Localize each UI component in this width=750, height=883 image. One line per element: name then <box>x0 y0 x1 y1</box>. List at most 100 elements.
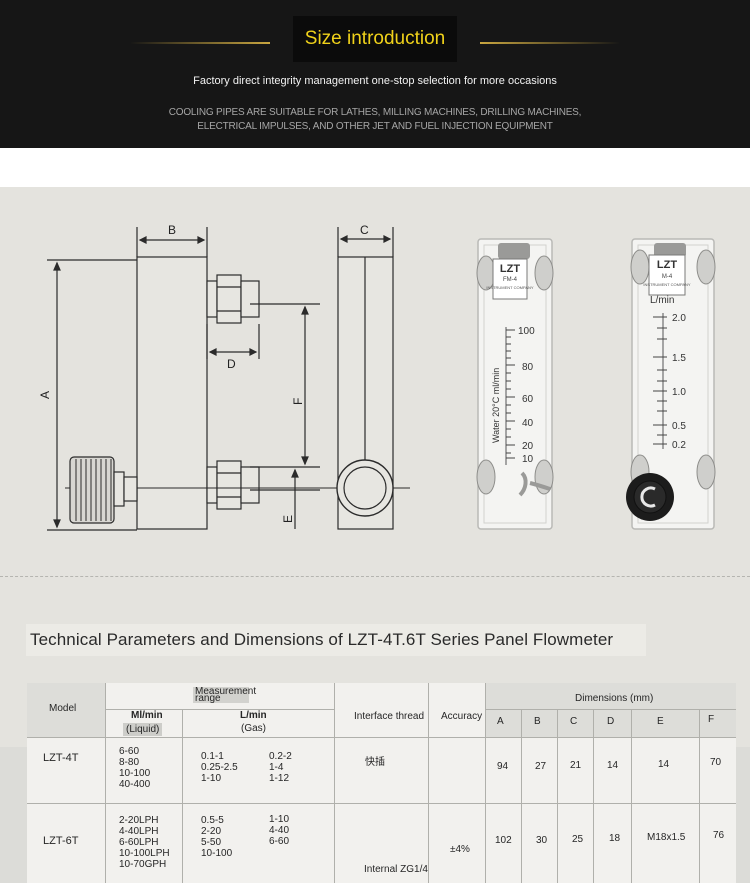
row2-gas-b-2: 4-40 <box>269 825 290 836</box>
fm4-scale-20: 20 <box>522 441 534 452</box>
row2-gas-b-1: 1-10 <box>269 814 290 825</box>
m4-maker: INSTRUMENT COMPANY <box>643 282 691 287</box>
m4-scale-1-0: 1.0 <box>672 387 686 398</box>
col-accuracy: Accuracy <box>441 711 483 722</box>
row1-gas-b-2: 1-4 <box>269 762 284 773</box>
decor-line-left <box>130 42 270 44</box>
col-interface-thread: Interface thread <box>354 711 425 722</box>
row2-gas-a-4: 10-100 <box>201 848 233 859</box>
m4-model: M-4 <box>662 274 673 280</box>
row2-gas-b-3: 6-60 <box>269 836 290 847</box>
row2-liquid-3: 6-60LPH <box>119 837 159 848</box>
row2-liquid-5: 10-70GPH <box>119 859 167 870</box>
dim-header-f: F <box>708 714 715 725</box>
row2-gas-a-3: 5-50 <box>201 837 222 848</box>
row2-liquid-4: 10-100LPH <box>119 848 170 859</box>
application-note: COOLING PIPES ARE SUITABLE FOR LATHES, M… <box>0 106 750 134</box>
dim-label-a: A <box>38 391 52 399</box>
row1-gas-b: 0.2-2 1-4 1-12 <box>269 751 292 784</box>
fm4-scale-40: 40 <box>522 418 534 429</box>
header-cell-model <box>27 683 105 737</box>
gas-label: (Gas) <box>241 723 266 734</box>
row1-liquid-4: 40-400 <box>119 779 151 790</box>
product-photo: B C D A F E LZT FM-4 INSTRUMENT COMPANY <box>0 187 750 883</box>
note-line-2: ELECTRICAL IMPULSES, AND OTHER JET AND F… <box>197 121 553 132</box>
row1-dim-c: 21 <box>570 760 582 771</box>
row1-gas-b-1: 0.2-2 <box>269 751 292 762</box>
row1-gas-b-3: 1-12 <box>269 773 290 784</box>
dim-label-b: B <box>168 223 176 237</box>
dashed-divider <box>0 576 750 577</box>
row1-liquid-2: 8-80 <box>119 757 140 768</box>
row1-liquid-3: 10-100 <box>119 768 151 779</box>
note-line-1: COOLING PIPES ARE SUITABLE FOR LATHES, M… <box>168 107 582 118</box>
row2-dim-d: 18 <box>609 833 621 844</box>
fm4-maker: INSTRUMENT COMPANY <box>486 285 534 290</box>
accuracy-value: ±4% <box>450 844 470 855</box>
header-banner: Size introduction Factory direct integri… <box>0 0 750 148</box>
dim-label-c: C <box>360 223 369 237</box>
dim-header-a: A <box>497 716 504 727</box>
row2-liquid-2: 4-40LPH <box>119 826 159 837</box>
fm4-scale-100: 100 <box>518 326 535 337</box>
m4-brand: LZT <box>657 259 677 271</box>
row2-dim-b: 30 <box>536 835 548 846</box>
row2-liquid-1: 2-20LPH <box>119 815 159 826</box>
fm4-scale-80: 80 <box>522 362 534 373</box>
fm4-model: FM-4 <box>503 277 518 283</box>
col-model-header: Model <box>49 703 77 714</box>
liquid-unit: Ml/min <box>131 710 163 721</box>
fm4-scale-10: 10 <box>522 454 534 465</box>
row1-liquid: 6-60 8-80 10-100 40-400 <box>119 746 150 790</box>
decor-line-right <box>480 42 620 44</box>
row1-dim-f: 70 <box>710 757 722 768</box>
page-title: Size introduction <box>304 28 446 49</box>
row2-dim-a: 102 <box>495 835 512 846</box>
row2-gas-a: 0.5-5 2-20 5-50 10-100 <box>201 815 232 859</box>
row1-dim-e: 14 <box>658 759 670 770</box>
dim-header-c: C <box>570 716 578 727</box>
dim-header-b: B <box>534 716 541 727</box>
m4-unit: L/min <box>650 295 674 306</box>
section-title: Technical Parameters and Dimensions of L… <box>26 624 646 656</box>
m4-scale-2-0: 2.0 <box>672 313 686 324</box>
fm4-scale-60: 60 <box>522 394 534 405</box>
dim-label-f: F <box>291 398 305 405</box>
row1-model: LZT-4T <box>43 752 79 764</box>
row1-gas-a-1: 0.1-1 <box>201 751 224 762</box>
row1-gas-a-2: 0.25-2.5 <box>201 762 238 773</box>
gas-unit: L/min <box>240 710 267 721</box>
row1-dim-d: 14 <box>607 760 619 771</box>
row2-dim-e: M18x1.5 <box>647 832 686 843</box>
measurement-range-label: Measurement range <box>193 686 257 704</box>
row1-thread: 快插 <box>365 757 385 768</box>
m4-scale-0-5: 0.5 <box>672 421 686 432</box>
col-dimensions: Dimensions (mm) <box>575 693 654 704</box>
row2-dim-c: 25 <box>572 834 584 845</box>
flowmeter-m4-photo: LZT M-4 INSTRUMENT COMPANY L/min 2.0 1.5… <box>626 238 716 530</box>
row2-liquid: 2-20LPH 4-40LPH 6-60LPH 10-100LPH 10-70G… <box>119 815 170 870</box>
row2-model: LZT-6T <box>43 835 79 847</box>
parameters-table: Model Measurement range Ml/min (Liquid) … <box>27 683 736 883</box>
row1-gas-a: 0.1-1 0.25-2.5 1-10 <box>201 751 238 784</box>
row1-dim-a: 94 <box>497 761 509 772</box>
m4-scale-0-2: 0.2 <box>672 440 686 451</box>
title-box: Size introduction <box>293 16 457 62</box>
dim-label-e: E <box>281 515 295 523</box>
header-cell-dimensions <box>485 683 736 737</box>
liquid-label: (Liquid) <box>123 723 163 736</box>
fm4-side-label: Water 20°C ml/min <box>491 368 501 443</box>
row1-liquid-1: 6-60 <box>119 746 140 757</box>
row1-gas-a-3: 1-10 <box>201 773 222 784</box>
row2-gas-a-2: 2-20 <box>201 826 222 837</box>
dim-header-e: E <box>657 716 664 727</box>
row2-gas-b: 1-10 4-40 6-60 <box>269 814 289 847</box>
flowmeter-fm4-photo: LZT FM-4 INSTRUMENT COMPANY 100 80 60 40 <box>476 238 554 530</box>
fm4-brand: LZT <box>500 263 520 275</box>
internal-thread-label: Internal ZG1/4 <box>364 864 428 875</box>
dim-label-d: D <box>227 357 236 371</box>
row2-gas-a-1: 0.5-5 <box>201 815 224 826</box>
m4-scale-1-5: 1.5 <box>672 353 686 364</box>
row2-dim-f: 76 <box>713 830 725 841</box>
row1-dim-b: 27 <box>535 761 547 772</box>
